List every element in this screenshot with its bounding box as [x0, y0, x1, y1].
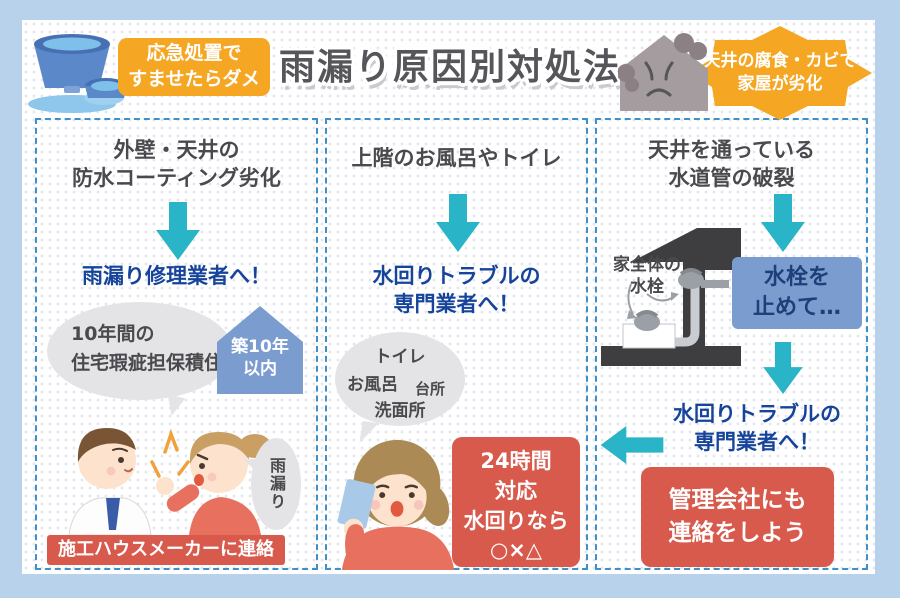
- column1-action-box: 施工ハウスメーカーに連絡: [47, 535, 285, 565]
- burst-line1: 天井の腐食・カビで: [703, 51, 857, 72]
- down-arrow-icon: [761, 194, 805, 252]
- page-title: 雨漏り原因別対処法: [278, 47, 621, 88]
- stop-valve-box: 水栓を 止めて…: [732, 257, 862, 329]
- valve-label: 家全体の 水栓: [613, 255, 681, 298]
- main-water-valve-illustration: [601, 228, 741, 366]
- column2-action-box: 24時間 対応 水回りなら ○×△: [452, 437, 580, 567]
- column-coating-deterioration: 外壁・天井の 防水コーティング劣化 雨漏り修理業者へ！ 10年間の 住宅瑕疵担保…: [35, 118, 318, 570]
- down-arrow-icon: [156, 202, 200, 260]
- warning-badge-line1: 応急処置で: [146, 42, 242, 65]
- house-age-badge: 築10年 以内: [217, 306, 303, 394]
- water-areas-bubble: トイレ お風呂 台所 洗面所: [335, 332, 465, 426]
- burst-shape: [688, 26, 872, 120]
- column-burst-pipe: 天井を通っている 水道管の破裂 家全体の 水栓 水栓を 止め: [595, 118, 868, 570]
- water-bucket-icon: [28, 34, 127, 113]
- damage-burst-badge: 天井の腐食・カビで 家屋が劣化: [688, 26, 872, 120]
- warranty-speech-bubble: 10年間の 住宅瑕疵担保積住: [47, 302, 233, 400]
- down-arrow-icon: [436, 194, 480, 252]
- woman-on-phone-illustration: [337, 439, 455, 570]
- column2-heading: 上階のお風呂やトイレ: [351, 146, 562, 170]
- column3-advice: 水回りトラブルの 専門業者へ！: [673, 402, 841, 455]
- column3-heading: 天井を通っている 水道管の破裂: [648, 138, 815, 191]
- column1-advice: 雨漏り修理業者へ！: [82, 264, 271, 288]
- down-arrow-icon: [763, 342, 803, 394]
- column2-advice: 水回りトラブルの 専門業者へ！: [372, 264, 541, 317]
- column3-action-box: 管理会社にも 連絡をしよう: [641, 467, 834, 567]
- left-arrow-icon: [600, 426, 664, 464]
- column-upstairs-bath-toilet: 上階のお風呂やトイレ 水回りトラブルの 専門業者へ！ トイレ お風呂 台所 洗面…: [325, 118, 588, 570]
- warning-badge: 応急処置で すませたらダメ: [118, 38, 270, 96]
- leak-speech-bubble: 雨漏り: [251, 438, 301, 530]
- column1-heading: 外壁・天井の 防水コーティング劣化: [72, 138, 281, 191]
- moldy-house-icon: [618, 33, 708, 111]
- warning-badge-line2: すませたらダメ: [128, 68, 260, 90]
- burst-line2: 家屋が劣化: [737, 74, 823, 94]
- house-shape: [217, 306, 303, 394]
